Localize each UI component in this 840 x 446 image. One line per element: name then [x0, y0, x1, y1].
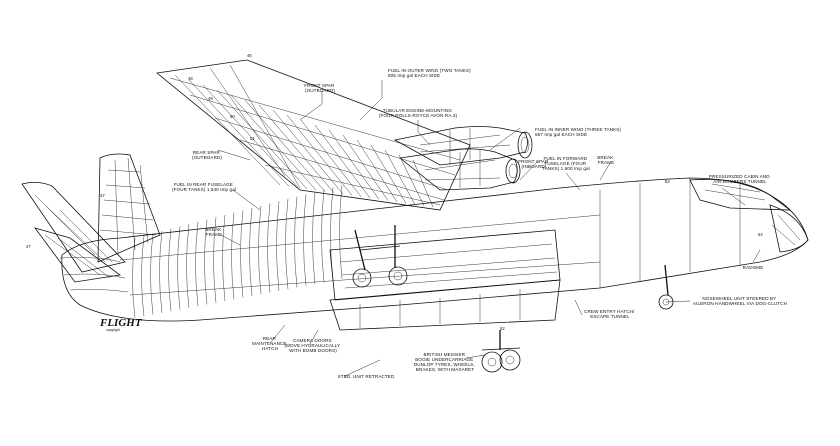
label-british-messier: BRITISH MESSIER BOGIE UNDERCARRIAGE DUNL…	[414, 352, 476, 372]
label-fuel-forward-fuselage: FUEL IN FORWARD FUSELAGE (FOUR TANKS) 1,…	[542, 156, 590, 171]
label-fuel-outer-wing: FUEL IN OUTER WING (TWO TANKS) 805 Imp g…	[388, 68, 472, 78]
annotation-labels: FRONT SPAR (OUTBOARD) FUEL IN OUTER WING…	[172, 68, 787, 379]
callout-number: 53	[665, 179, 670, 184]
callout-numbers: 46 47 47 48 49 50 51 52 53 54	[26, 53, 763, 331]
label-front-spar-outboard: FRONT SPAR (OUTBOARD)	[304, 83, 336, 93]
label-stbd-unit-retracted: STBD. UNIT RETRACTED	[338, 374, 395, 379]
leader-lines	[217, 80, 761, 377]
callout-number: 54	[758, 232, 763, 237]
callout-number: 47	[100, 193, 105, 198]
label-nosewheel-unit: NOSEWHEEL UNIT STEERED BY AILERON HANDWH…	[693, 296, 787, 306]
label-break-frame: BREAK FRAME	[205, 227, 222, 237]
fuselage	[59, 177, 809, 331]
label-break-frame-front: BREAK FRAME	[597, 155, 614, 165]
label-front-spar-inboard: FRONT SPAR (INBOARD)	[518, 159, 550, 169]
callout-number: 48	[188, 76, 193, 81]
label-rear-maintenance-hatch: REAR MAINTENANCE HATCH	[252, 336, 288, 351]
label-fuel-inner-wing: FUEL IN INNER WING (THREE TANKS) 557 Imp…	[535, 127, 622, 137]
callout-number: 52	[500, 326, 505, 331]
callout-number: 51	[250, 136, 255, 141]
label-tubular-engine-mounting: TUBULAR ENGINE-MOUNTING (FOUR ROLLS-ROYC…	[379, 108, 458, 118]
flight-logo: FLIGHT copyright	[99, 317, 143, 332]
label-fuel-rear-fuselage: FUEL IN REAR FUSELAGE (FOUR TANKS) 1,540…	[172, 182, 236, 192]
flight-logo-text: FLIGHT	[99, 317, 143, 329]
nose-undercarriage	[658, 264, 674, 310]
engine-nacelles	[393, 126, 533, 191]
label-rear-spar-outboard: REAR SPAR (OUTBOARD)	[192, 150, 222, 160]
label-radome: RADOME	[743, 265, 764, 270]
callout-number: 47	[26, 244, 31, 249]
label-pressurized-cabin: PRESSURIZED CABIN AND AIR-BOMBERS TUNNEL	[709, 174, 771, 184]
tail-unit	[21, 153, 161, 283]
callout-number: 46	[247, 53, 252, 58]
main-undercarriage	[352, 225, 521, 373]
callout-number: 50	[230, 114, 235, 119]
label-crew-entry-hatch: CREW ENTRY HATCH/ ESCAPE TUNNEL	[584, 309, 636, 319]
flight-logo-sub: copyright	[106, 328, 120, 332]
starboard-wing	[156, 59, 471, 211]
label-camera-doors: CAMERA DOORS (MOVE HYDRAULICALLY WITH BO…	[285, 338, 342, 353]
callout-number: 49	[208, 96, 213, 101]
